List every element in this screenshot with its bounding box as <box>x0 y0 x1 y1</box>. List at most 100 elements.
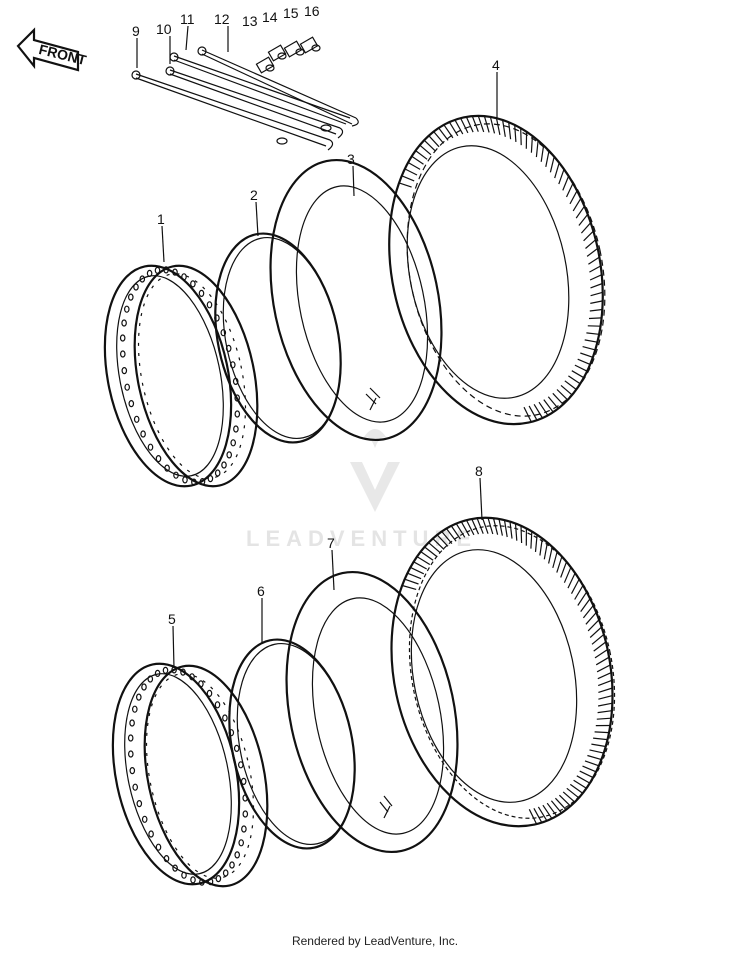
tread-block <box>598 687 613 693</box>
spoke-hole <box>234 410 241 418</box>
spoke-hole <box>148 830 154 838</box>
tread-block <box>590 282 603 289</box>
tread-block <box>589 626 603 638</box>
spoke-hole <box>220 329 227 337</box>
tread-block <box>542 804 553 819</box>
tread-block <box>554 162 560 179</box>
tread-block <box>441 531 453 544</box>
spoke-hole <box>230 439 237 447</box>
spoke-hole <box>214 701 221 709</box>
tread-block <box>407 572 422 580</box>
spoke-hole <box>147 443 154 451</box>
tread-block <box>445 528 457 542</box>
tread-block <box>580 352 594 358</box>
tread-block <box>574 364 588 372</box>
spoke-hole <box>190 876 196 884</box>
tread-block <box>471 518 480 535</box>
tread-block <box>589 749 604 754</box>
tread-block <box>597 710 612 714</box>
spoke-hole <box>230 361 236 369</box>
rear-tire-tread <box>402 517 613 825</box>
spoke-hole <box>206 301 213 309</box>
spoke-hole <box>171 666 177 674</box>
spoke-hole <box>154 669 161 678</box>
spoke-hole <box>163 266 169 274</box>
front-tube <box>269 158 443 442</box>
tread-block <box>586 247 599 257</box>
spoke-hole <box>191 478 197 486</box>
spoke-hole <box>242 794 249 802</box>
tread-block <box>594 731 610 734</box>
spoke-hole <box>233 744 240 753</box>
spoke-hole <box>133 283 139 291</box>
tread-block <box>589 308 603 312</box>
tread-block <box>508 122 512 140</box>
callout-10: 10 <box>156 21 172 37</box>
tread-block <box>573 779 587 789</box>
tread-block <box>498 518 503 536</box>
tread-block <box>402 584 417 590</box>
tread-block <box>558 794 571 807</box>
spoke-hole <box>199 878 205 886</box>
tread-block <box>560 384 573 396</box>
front-arrow-icon: FRONT <box>16 27 88 72</box>
callout-7: 7 <box>327 535 335 551</box>
tread-block <box>547 396 559 409</box>
tread-block <box>577 591 588 606</box>
spoke-hole <box>222 869 229 877</box>
spoke-hole <box>128 400 135 408</box>
spoke-hole <box>162 666 169 675</box>
tread-block <box>562 791 576 803</box>
spoke-hole <box>228 729 235 737</box>
spoke-hole <box>232 377 239 385</box>
tread-block <box>585 239 597 249</box>
tread-block <box>443 124 454 139</box>
tread-block <box>455 523 466 538</box>
tread-block <box>528 809 538 825</box>
tread-block <box>558 169 565 185</box>
spoke-hole <box>234 394 241 402</box>
tread-block <box>580 222 592 234</box>
callout-5: 5 <box>168 611 176 627</box>
spoke-nipples <box>255 36 321 74</box>
spoke-hole <box>124 305 130 313</box>
spoke-hole <box>155 843 162 851</box>
tread-block <box>538 401 549 416</box>
callout-14: 14 <box>262 9 278 25</box>
front-rim-spoke-holes <box>119 266 241 486</box>
front-tire-tread <box>398 115 603 423</box>
tread-block <box>569 783 584 794</box>
tread-block <box>539 538 543 556</box>
tread-block <box>460 117 469 134</box>
tread-block <box>572 197 582 212</box>
rear-rim <box>111 662 269 888</box>
tread-block <box>523 406 532 423</box>
spoke-hole <box>181 871 187 879</box>
spoke-hole <box>141 815 148 823</box>
tread-block <box>413 561 427 570</box>
spoke-hole <box>233 425 239 433</box>
spoke-hole <box>136 693 142 701</box>
tread-block <box>404 168 418 176</box>
tread-block <box>487 517 494 535</box>
callout-12: 12 <box>214 11 230 27</box>
tread-block <box>438 127 449 141</box>
spoke-hole <box>128 750 134 758</box>
spoke-hole <box>147 675 154 683</box>
rear-rim-spoke-holes <box>127 666 249 886</box>
tread-block <box>546 802 558 817</box>
tread-block <box>588 256 600 265</box>
tread-block <box>428 542 441 554</box>
tread-block <box>448 121 459 137</box>
tread-block <box>582 765 597 773</box>
tread-block <box>556 389 569 401</box>
rear-rim-band <box>228 638 356 850</box>
tread-block <box>568 375 581 385</box>
tread-block <box>563 567 572 583</box>
callout-11: 11 <box>180 11 195 27</box>
tread-block <box>528 405 538 421</box>
tread-block <box>492 518 499 535</box>
spoke-hole <box>133 415 140 423</box>
tread-block <box>423 139 436 152</box>
